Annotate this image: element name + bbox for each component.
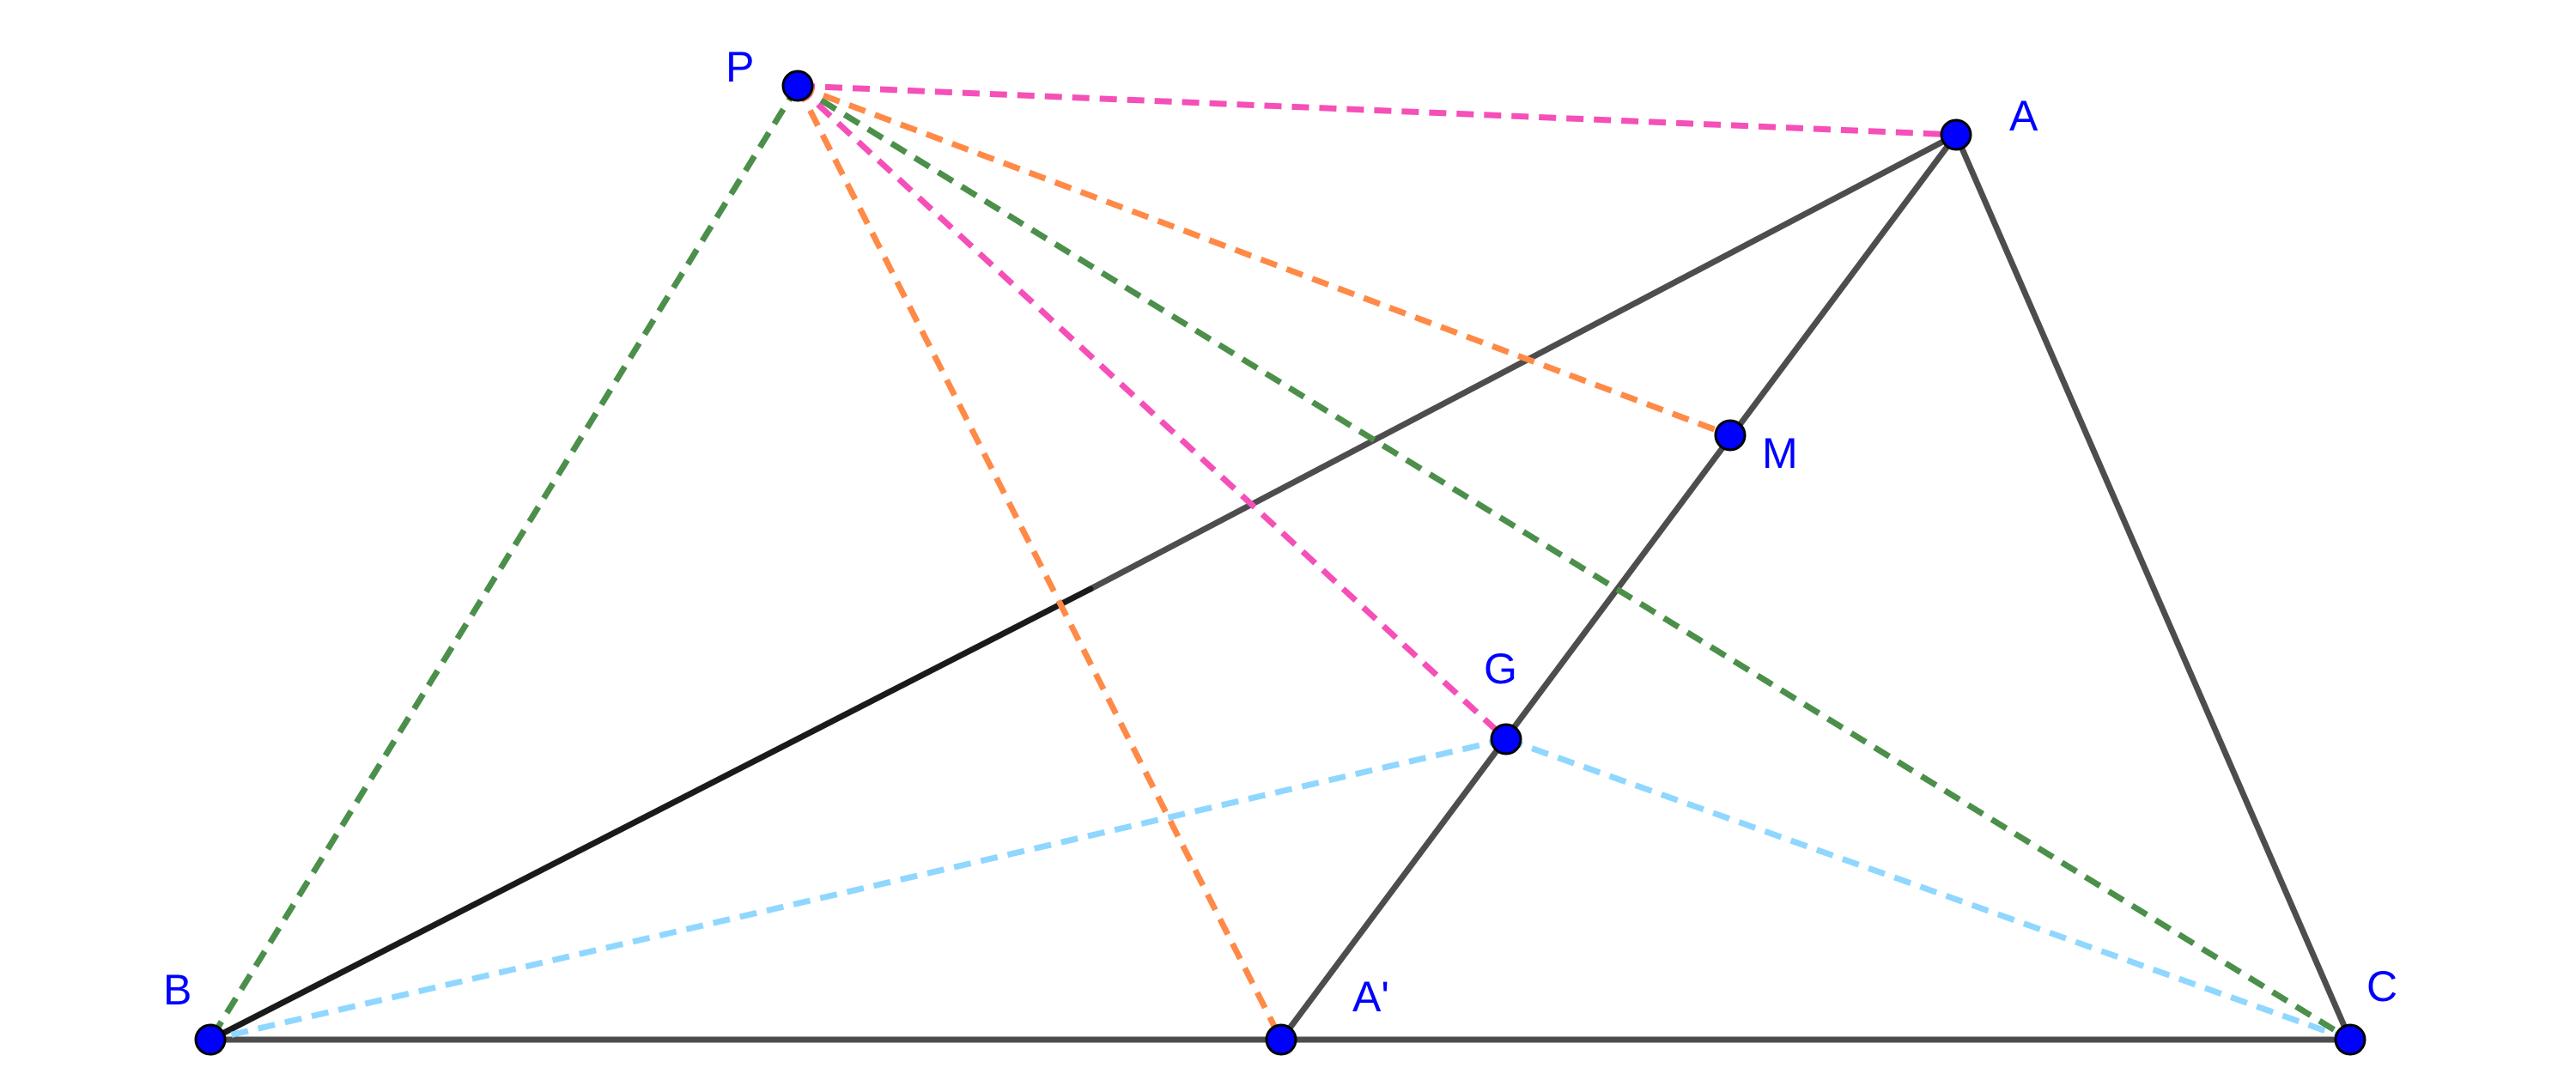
label-P: P bbox=[726, 43, 754, 91]
segment-BA bbox=[1087, 131, 1959, 592]
label-A: A bbox=[2009, 92, 2038, 140]
point-C[interactable] bbox=[2334, 1023, 2366, 1056]
label-G: G bbox=[1484, 645, 1517, 693]
dashed-GC bbox=[1504, 736, 2352, 1043]
dashed-PG bbox=[795, 83, 1509, 742]
point-A-prime[interactable] bbox=[1265, 1023, 1297, 1056]
point-P[interactable] bbox=[781, 70, 814, 102]
dashed-PC bbox=[796, 83, 2352, 1042]
point-M[interactable] bbox=[1714, 419, 1747, 452]
segment-BA-dark bbox=[207, 586, 1094, 1043]
point-G[interactable] bbox=[1490, 723, 1522, 755]
point-A[interactable] bbox=[1940, 118, 1972, 151]
label-M: M bbox=[1762, 429, 1798, 477]
segment-AC bbox=[1953, 131, 2354, 1043]
dashed-GB bbox=[210, 736, 1507, 1043]
label-A-prime: A' bbox=[1352, 973, 1389, 1021]
dashed-PA-prime bbox=[794, 84, 1285, 1041]
dashed-PA bbox=[797, 82, 1957, 138]
label-C: C bbox=[2366, 962, 2397, 1010]
point-B[interactable] bbox=[194, 1023, 227, 1056]
label-B: B bbox=[163, 966, 191, 1014]
dashed-PM bbox=[796, 82, 1732, 439]
dashed-PB bbox=[208, 84, 800, 1041]
